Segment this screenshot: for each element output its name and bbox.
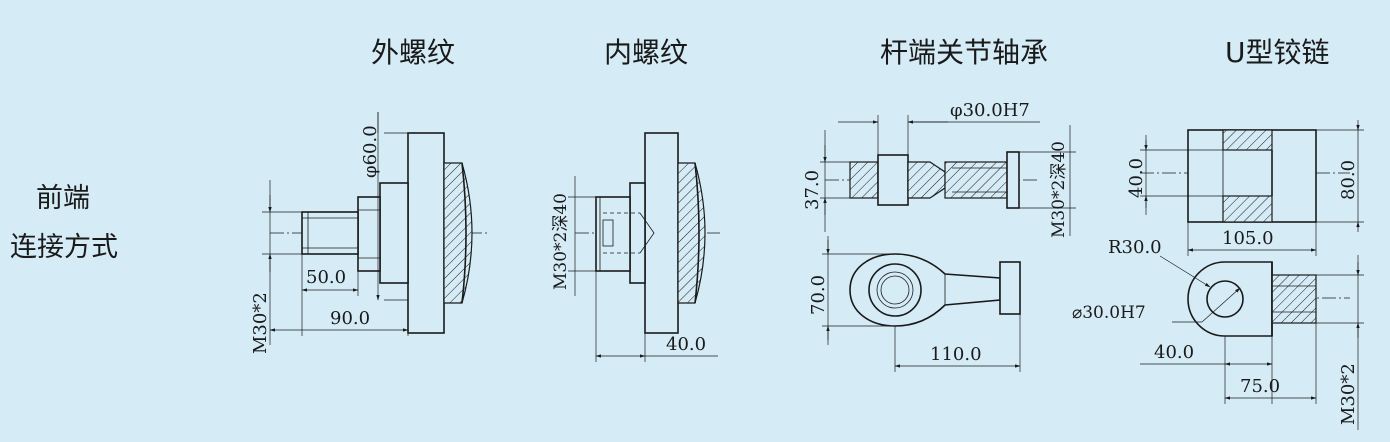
header-internal-thread: 内螺纹	[604, 36, 688, 69]
dim-ext-dia: φ60.0	[360, 125, 381, 178]
dim-int-len: 40.0	[666, 334, 706, 355]
dim-u-80: 80.0	[1338, 160, 1359, 200]
dim-u-40b: 40.0	[1154, 342, 1194, 363]
dim-ext-len2: 90.0	[330, 308, 370, 329]
dim-u-105: 105.0	[1222, 228, 1274, 249]
header-external-thread: 外螺纹	[371, 36, 455, 69]
row-label-line1: 前端	[36, 183, 90, 214]
header-rod-end-bearing: 杆端关节轴承	[880, 36, 1048, 69]
internal-thread-drawing	[568, 132, 720, 362]
dim-ext-len1: 50.0	[306, 267, 346, 288]
external-thread-drawing	[262, 112, 490, 345]
header-u-hinge: U型铰链	[1225, 36, 1330, 69]
dim-rod-110: 110.0	[930, 344, 982, 365]
dim-rod-bore: φ30.0H7	[950, 100, 1030, 121]
dim-rod-thread: M30*2深40	[1049, 141, 1069, 238]
rod-end-top-drawing	[820, 115, 1076, 236]
dim-u-r30: R30.0	[1108, 237, 1162, 258]
row-label-line2: 连接方式	[10, 232, 118, 263]
rod-end-bottom-drawing	[822, 236, 1021, 372]
dim-int-thread: M30*2深40	[551, 193, 571, 290]
dim-u-40: 40.0	[1126, 158, 1147, 198]
dim-rod-70: 70.0	[808, 275, 829, 315]
u-hinge-bottom-drawing	[1140, 255, 1364, 430]
dim-rod-37: 37.0	[802, 170, 823, 210]
dim-u-bore: ⌀30.0H7	[1072, 303, 1146, 323]
dim-ext-thread: M30*2	[250, 292, 271, 354]
u-hinge-top-drawing	[1140, 120, 1364, 256]
dim-u-thread: M30*2	[1338, 363, 1359, 425]
dim-u-75: 75.0	[1240, 376, 1280, 397]
